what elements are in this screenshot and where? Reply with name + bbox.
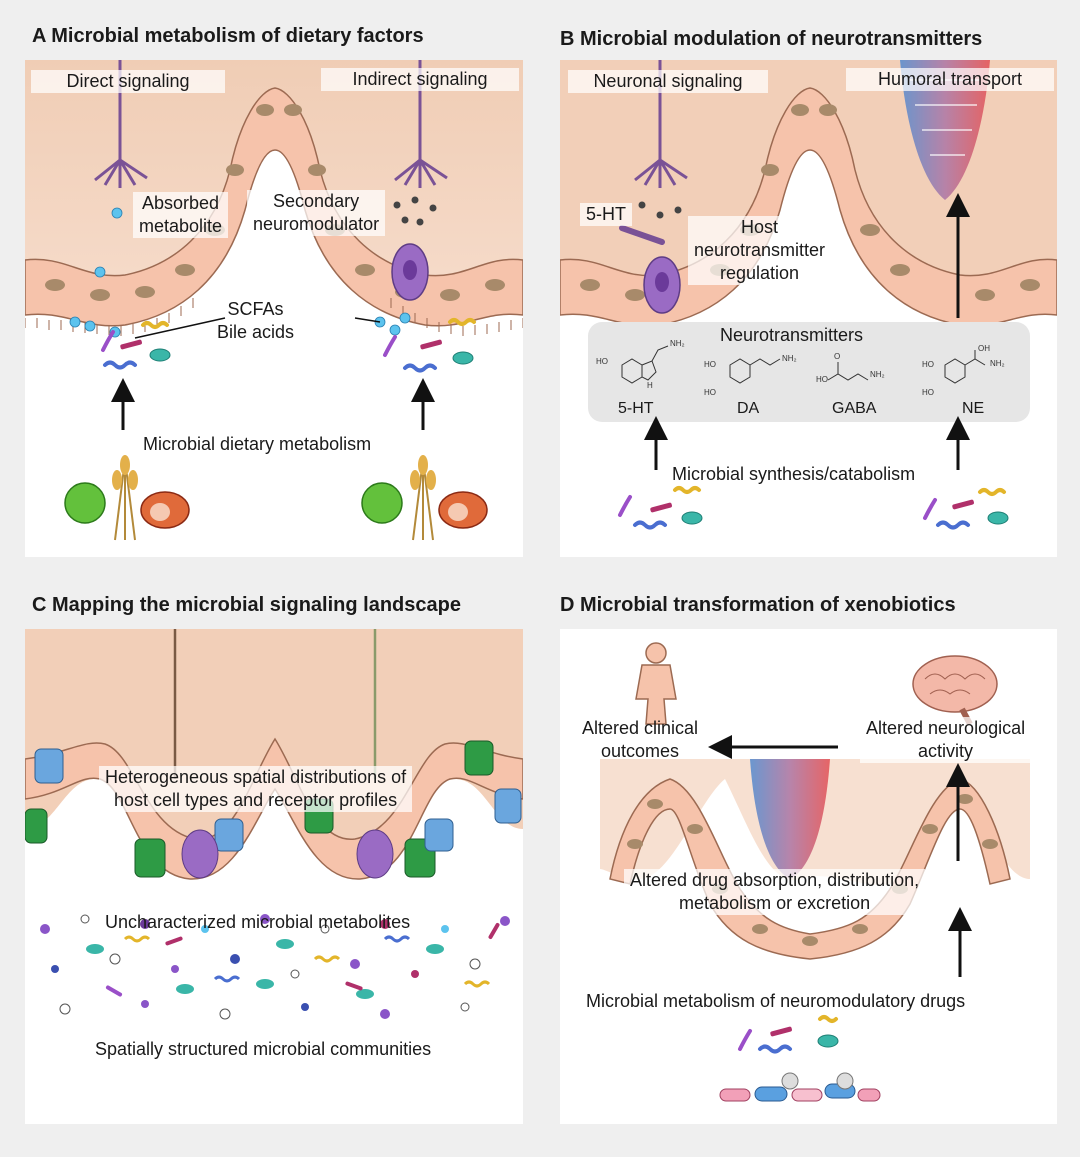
uncharacterized-label: Uncharacterized microbial metabolites	[105, 912, 411, 932]
neurotransmitters-label: Neurotransmitters	[720, 325, 864, 345]
chem-label: HO	[922, 388, 934, 397]
chem-label: HO	[922, 360, 934, 369]
indirect-signaling-label: Indirect signaling	[321, 68, 519, 91]
chem-label: O	[834, 352, 841, 361]
secondary-neuromodulator-dots	[393, 196, 437, 226]
microbial-community	[40, 914, 510, 1020]
food-left	[64, 455, 190, 541]
microbes-right	[383, 318, 476, 373]
neurotransmitter-box	[588, 322, 1030, 422]
molecule-label-da: DA	[737, 400, 760, 417]
chem-label: NH₂	[670, 339, 685, 348]
panel-a-title: A Microbial metabolism of dietary factor…	[32, 25, 424, 47]
molecule-label-ne: NE	[962, 400, 985, 417]
absorbed-metabolite-label: Absorbed metabolite	[133, 192, 229, 238]
pills-icon	[719, 1072, 881, 1102]
panel-b-title: B Microbial modulation of neurotransmitt…	[560, 28, 983, 50]
panel-d-illustration	[600, 642, 1030, 1102]
altered-clinical-label: Altered clinical outcomes	[582, 718, 699, 761]
panel-a: Direct signaling Indirect signaling Abso…	[25, 60, 523, 557]
neuronal-signaling-label: Neuronal signaling	[568, 70, 768, 93]
microbial-dietary-metabolism-label: Microbial dietary metabolism	[143, 434, 372, 454]
epithelium	[560, 87, 1057, 327]
chem-label: NH₂	[782, 354, 797, 363]
microbes-left	[101, 321, 171, 370]
panel-d-title: D Microbial transformation of xenobiotic…	[560, 594, 956, 616]
microbes	[738, 1015, 839, 1054]
panel-b-illustration	[560, 60, 1057, 530]
altered-neurological-label: Altered neurological activity	[860, 717, 1032, 763]
chem-label: OH	[978, 344, 990, 353]
altered-drug-label: Altered drug absorption, distribution, m…	[624, 869, 926, 915]
host-neurotransmitter-regulation-label: Host neurotransmitter regulation	[688, 216, 832, 285]
chem-label: HO	[704, 360, 716, 369]
neuron-left	[94, 60, 148, 188]
panel-c: Heterogeneous spatial distributions of h…	[25, 629, 523, 1124]
heterogeneous-epithelium	[25, 737, 523, 880]
microbial-metabolism-drugs-label: Microbial metabolism of neuromodulatory …	[586, 991, 966, 1011]
serotonin-dots	[638, 201, 682, 219]
humoral-transport-label: Humoral transport	[846, 68, 1054, 91]
chem-label: HO	[816, 375, 828, 384]
lamina-propria	[25, 60, 523, 310]
microbial-synthesis-label: Microbial synthesis/catabolism	[672, 464, 916, 484]
chem-label: HO	[596, 357, 608, 366]
food-right	[361, 455, 488, 541]
spatially-structured-label: Spatially structured microbial communiti…	[95, 1039, 432, 1059]
brain-icon	[912, 655, 998, 726]
panel-d: Altered clinical outcomes Altered neurol…	[560, 629, 1057, 1124]
microbes-right	[923, 488, 1009, 530]
neuron-right	[394, 60, 448, 188]
panel-c-title: C Mapping the microbial signaling landsc…	[32, 594, 461, 616]
scfa-leader-lines	[134, 317, 381, 339]
molecule-label-5ht: 5-HT	[618, 400, 654, 417]
microbes-left	[618, 486, 703, 530]
chem-label: NH₂	[870, 370, 885, 379]
blood-vessel	[750, 759, 830, 879]
panel-a-illustration	[25, 60, 523, 541]
secondary-neuromodulator-label: Secondary neuromodulator	[247, 190, 386, 236]
chem-label: HO	[704, 388, 716, 397]
chemical-structures	[621, 345, 986, 384]
direct-signaling-label: Direct signaling	[31, 70, 225, 93]
person-icon	[635, 642, 677, 725]
heterogeneous-label: Heterogeneous spatial distributions of h…	[99, 766, 413, 812]
five-ht-label: 5-HT	[580, 203, 632, 226]
chem-label: NH₂	[990, 359, 1005, 368]
scfas-bile-acids-label: SCFAs Bile acids	[217, 299, 295, 342]
neuron	[634, 60, 688, 188]
absorbed-metabolites	[69, 207, 411, 338]
panel-b: HO NH₂ H HO HO NH₂ O HO NH₂ HO HO OH NH₂…	[560, 60, 1057, 557]
molecule-label-gaba: GABA	[832, 400, 877, 417]
chem-label: H	[647, 381, 653, 390]
